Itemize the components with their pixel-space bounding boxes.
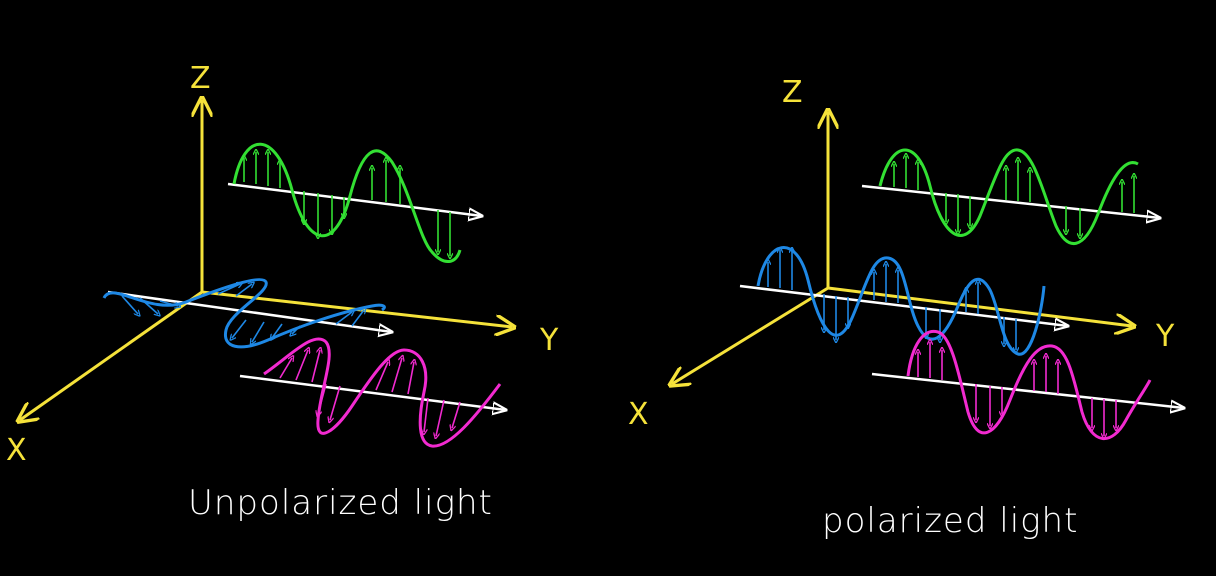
y-axis-label: Y [539, 323, 559, 358]
x-axis-label: X [628, 397, 649, 432]
x-axis [20, 290, 203, 420]
ray-pink-right [871, 372, 1184, 408]
caption-unpolarized: Unpolarized light [188, 483, 493, 523]
blue-wave-right [739, 246, 1068, 356]
panel-polarized: Z Y X [628, 75, 1184, 541]
axes-right: Z Y X [628, 75, 1175, 432]
pink-wave-right [871, 329, 1184, 440]
pink-wave-left [239, 337, 506, 448]
caption-polarized: polarized light [822, 501, 1078, 541]
ray-blue-right [739, 284, 1068, 326]
ray-pink-left [239, 374, 506, 410]
y-axis [827, 286, 1132, 326]
green-wave-right [861, 148, 1160, 245]
blue-wave-curve [756, 246, 1046, 356]
pink-wave-curve [263, 337, 502, 448]
green-wave-left [227, 142, 482, 263]
x-axis-label: X [6, 433, 27, 468]
green-wave-curve [878, 148, 1139, 245]
y-axis-label: Y [1155, 319, 1175, 354]
ray-blue-left [107, 290, 392, 332]
ray-green-left [227, 182, 482, 216]
green-wave-curve [232, 142, 462, 263]
z-axis-label: Z [190, 61, 211, 96]
ray-green-right [861, 184, 1160, 218]
blue-wave-left [102, 278, 392, 349]
panel-unpolarized: Z Y X [6, 61, 559, 523]
z-axis-label: Z [782, 75, 803, 110]
pink-wave-curve [906, 329, 1152, 440]
x-axis [672, 286, 829, 384]
